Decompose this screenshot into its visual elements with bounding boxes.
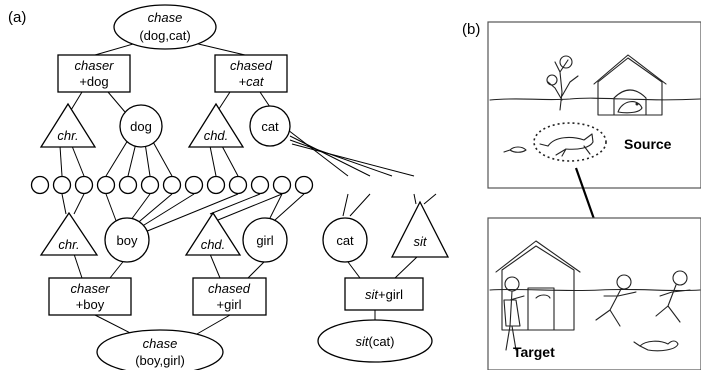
semantic-unit bbox=[52, 175, 72, 195]
source-label: Source bbox=[624, 136, 672, 152]
rb-chaser-boy: chaser +boy bbox=[48, 277, 132, 316]
semantic-unit bbox=[272, 175, 292, 195]
semantic-unit bbox=[140, 175, 160, 195]
svg-text:boy: boy bbox=[117, 233, 138, 248]
svg-text:chr.: chr. bbox=[57, 128, 78, 143]
svg-text:chased: chased bbox=[208, 281, 251, 296]
svg-text:cat: cat bbox=[261, 119, 279, 134]
role-chr-bottom: chr. bbox=[39, 211, 99, 256]
svg-text:cat: cat bbox=[336, 233, 354, 248]
semantic-unit bbox=[184, 175, 204, 195]
svg-text:(dog,cat): (dog,cat) bbox=[139, 28, 190, 43]
house-sketch bbox=[495, 240, 581, 331]
girl-sketch bbox=[503, 276, 525, 351]
semantic-unit bbox=[206, 175, 226, 195]
svg-text:+dog: +dog bbox=[79, 74, 108, 89]
source-image: Source bbox=[487, 21, 701, 189]
proposition-chase-dog-cat: chase (dog,cat) bbox=[113, 4, 217, 50]
rb-sit-girl: sit+girl bbox=[344, 277, 424, 311]
semantic-unit bbox=[250, 175, 270, 195]
svg-text:chased: chased bbox=[230, 58, 273, 73]
svg-text:chaser: chaser bbox=[70, 281, 110, 296]
role-sit: sit bbox=[390, 200, 450, 258]
role-chd-top: chd. bbox=[187, 102, 245, 148]
svg-text:chaser: chaser bbox=[74, 58, 114, 73]
svg-text:chase: chase bbox=[148, 10, 183, 25]
role-chd-bottom: chd. bbox=[184, 211, 242, 256]
panel-b-label: (b) bbox=[462, 21, 480, 38]
semantic-unit bbox=[30, 175, 50, 195]
svg-text:sit: sit bbox=[414, 234, 428, 249]
svg-text:sit(cat): sit(cat) bbox=[356, 334, 395, 349]
object-dog-top: dog bbox=[119, 104, 163, 148]
semantic-units bbox=[30, 175, 314, 195]
semantic-unit bbox=[74, 175, 94, 195]
running-girl-sketch bbox=[655, 270, 691, 323]
doghouse-sketch bbox=[593, 54, 667, 116]
object-boy: boy bbox=[104, 217, 150, 263]
svg-text:chase: chase bbox=[143, 336, 178, 351]
svg-text:dog: dog bbox=[130, 119, 152, 134]
svg-text:chd.: chd. bbox=[204, 128, 229, 143]
mouse-sketch bbox=[503, 146, 527, 153]
svg-text:+cat: +cat bbox=[239, 74, 265, 89]
semantic-unit bbox=[294, 175, 314, 195]
object-cat-top: cat bbox=[249, 105, 291, 147]
svg-text:chd.: chd. bbox=[201, 237, 226, 252]
boy-sketch bbox=[595, 274, 637, 327]
cat-sketch bbox=[539, 133, 594, 157]
target-label: Target bbox=[513, 344, 555, 360]
object-girl: girl bbox=[242, 217, 288, 263]
semantic-unit bbox=[118, 175, 138, 195]
svg-text:girl: girl bbox=[256, 233, 273, 248]
cat-target-sketch bbox=[633, 340, 679, 352]
panel-a-label: (a) bbox=[8, 9, 26, 26]
proposition-sit-cat: sit(cat) bbox=[317, 319, 433, 363]
svg-text:+girl: +girl bbox=[217, 297, 242, 312]
svg-text:chr.: chr. bbox=[58, 237, 79, 252]
svg-text:+boy: +boy bbox=[76, 297, 105, 312]
semantic-unit bbox=[162, 175, 182, 195]
graph-edges bbox=[59, 41, 437, 339]
svg-text:sit+girl: sit+girl bbox=[365, 287, 403, 302]
rb-chaser-dog: chaser +dog bbox=[57, 54, 131, 93]
role-chr-top: chr. bbox=[39, 102, 97, 148]
semantic-unit bbox=[96, 175, 116, 195]
target-image: Target bbox=[487, 217, 701, 370]
highlight-ellipse bbox=[533, 122, 607, 162]
rb-chased-girl: chased +girl bbox=[192, 277, 267, 316]
rb-chased-cat: chased +cat bbox=[214, 54, 288, 93]
semantic-unit bbox=[228, 175, 248, 195]
svg-text:(boy,girl): (boy,girl) bbox=[135, 353, 185, 368]
proposition-chase-boy-girl: chase (boy,girl) bbox=[96, 329, 224, 370]
object-cat-bottom: cat bbox=[322, 217, 368, 263]
